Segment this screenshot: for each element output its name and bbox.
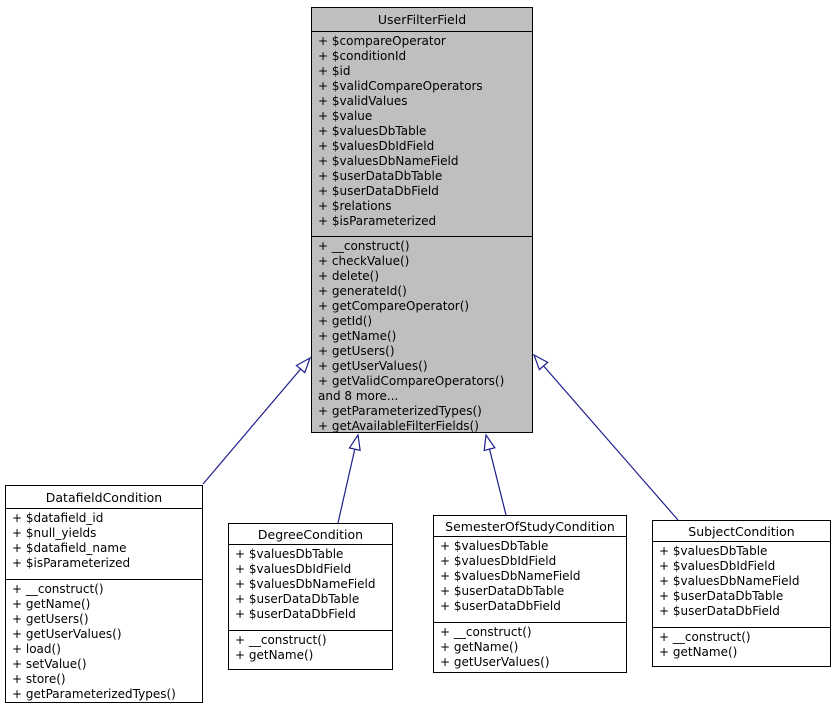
class-box-subjectcondition[interactable]: SubjectCondition + $valuesDbTable+ $valu… (652, 520, 831, 667)
member-row: + $valuesDbNameField (235, 577, 376, 591)
inheritance-arrow-semesterofstudycondition (483, 433, 507, 516)
methods-section: + __construct()+ getName() (229, 631, 392, 669)
attributes-section: + $datafield_id+ $null_yields+ $datafiel… (6, 509, 202, 580)
member-row: + load() (12, 642, 61, 656)
member-row: + $datafield_id (12, 511, 104, 525)
member-row: + $relations (318, 199, 392, 213)
member-row: + $valuesDbTable (659, 544, 768, 558)
member-row: + getUserValues() (12, 627, 122, 641)
member-row: + $validCompareOperators (318, 79, 483, 93)
member-row: + $value (318, 109, 373, 123)
member-row: + __construct() (440, 625, 532, 639)
attributes-section: + $valuesDbTable+ $valuesDbIdField+ $val… (229, 545, 392, 631)
member-row: + getName() (659, 645, 738, 659)
member-row: + getUserValues() (440, 655, 550, 669)
methods-section: + __construct()+ getName()+ getUsers()+ … (6, 580, 202, 702)
member-row: + $compareOperator (318, 34, 446, 48)
member-row: + getUserValues() (318, 359, 428, 373)
member-row: + $valuesDbNameField (440, 569, 581, 583)
member-row: + $isParameterized (318, 214, 437, 228)
member-row: + $id (318, 64, 351, 78)
member-row: + getCompareOperator() (318, 299, 470, 313)
member-row: + getParameterizedTypes() (318, 404, 482, 418)
member-row: + __construct() (318, 239, 410, 253)
member-row: + getName() (12, 597, 91, 611)
member-row: + $conditionId (318, 49, 407, 63)
member-row: + getName() (235, 648, 314, 662)
class-title: DegreeCondition (229, 524, 392, 545)
inheritance-arrow-degreecondition (337, 433, 361, 524)
member-row: + getName() (318, 329, 397, 343)
member-row: + checkValue() (318, 254, 410, 268)
member-row: + $userDataDbTable (440, 584, 565, 598)
member-row: + getParameterizedTypes() (12, 687, 176, 701)
member-row: + getId() (318, 314, 373, 328)
inheritance-arrow-subjectcondition (532, 353, 679, 521)
member-row: + $null_yields (12, 526, 97, 540)
member-row: + __construct() (12, 582, 104, 596)
class-box-userfilterfield[interactable]: UserFilterField + $compareOperator+ $con… (311, 7, 533, 433)
member-row: + $valuesDbNameField (318, 154, 459, 168)
class-title: SubjectCondition (653, 521, 830, 542)
member-row: + __construct() (659, 630, 751, 644)
member-row: + $userDataDbField (235, 607, 356, 621)
methods-section: + __construct()+ getName() (653, 628, 830, 666)
member-row: + $datafield_name (12, 541, 127, 555)
member-row: + $userDataDbTable (659, 589, 784, 603)
member-row: + getValidCompareOperators() (318, 374, 505, 388)
member-row: + delete() (318, 269, 380, 283)
methods-section: + __construct()+ checkValue()+ delete()+… (312, 237, 532, 432)
member-row: + store() (12, 672, 66, 686)
methods-section: + __construct()+ getName()+ getUserValue… (434, 623, 626, 672)
member-row: + $userDataDbField (440, 599, 561, 613)
member-row: and 8 more... (318, 389, 399, 403)
member-row: + $valuesDbTable (440, 539, 549, 553)
member-row: + getUsers() (12, 612, 89, 626)
class-box-semesterofstudycondition[interactable]: SemesterOfStudyCondition + $valuesDbTabl… (433, 515, 627, 673)
member-row: + $isParameterized (12, 556, 131, 570)
class-box-datafieldcondition[interactable]: DatafieldCondition + $datafield_id+ $nul… (5, 485, 203, 703)
attributes-section: + $valuesDbTable+ $valuesDbIdField+ $val… (653, 542, 830, 628)
member-row: + $userDataDbTable (235, 592, 360, 606)
member-row: + getUsers() (318, 344, 395, 358)
attributes-section: + $valuesDbTable+ $valuesDbIdField+ $val… (434, 537, 626, 623)
member-row: + getName() (440, 640, 519, 654)
member-row: + generateId() (318, 284, 407, 298)
member-row: + $valuesDbIdField (440, 554, 557, 568)
member-row: + $valuesDbIdField (659, 559, 776, 573)
class-box-degreecondition[interactable]: DegreeCondition + $valuesDbTable+ $value… (228, 523, 393, 670)
member-row: + $valuesDbIdField (318, 139, 435, 153)
member-row: + $userDataDbField (659, 604, 780, 618)
member-row: + $valuesDbTable (318, 124, 427, 138)
class-title: UserFilterField (312, 8, 532, 32)
member-row: + __construct() (235, 633, 327, 647)
attributes-section: + $compareOperator+ $conditionId+ $id+ $… (312, 32, 532, 237)
member-row: + $valuesDbNameField (659, 574, 800, 588)
member-row: + $valuesDbTable (235, 547, 344, 561)
member-row: + $userDataDbTable (318, 169, 443, 183)
member-row: + $userDataDbField (318, 184, 439, 198)
member-row: + getAvailableFilterFields() (318, 419, 479, 432)
member-row: + $valuesDbIdField (235, 562, 352, 576)
member-row: + $validValues (318, 94, 408, 108)
class-title: SemesterOfStudyCondition (434, 516, 626, 537)
class-title: DatafieldCondition (6, 486, 202, 509)
inheritance-arrow-datafieldcondition (202, 356, 312, 485)
member-row: + setValue() (12, 657, 87, 671)
